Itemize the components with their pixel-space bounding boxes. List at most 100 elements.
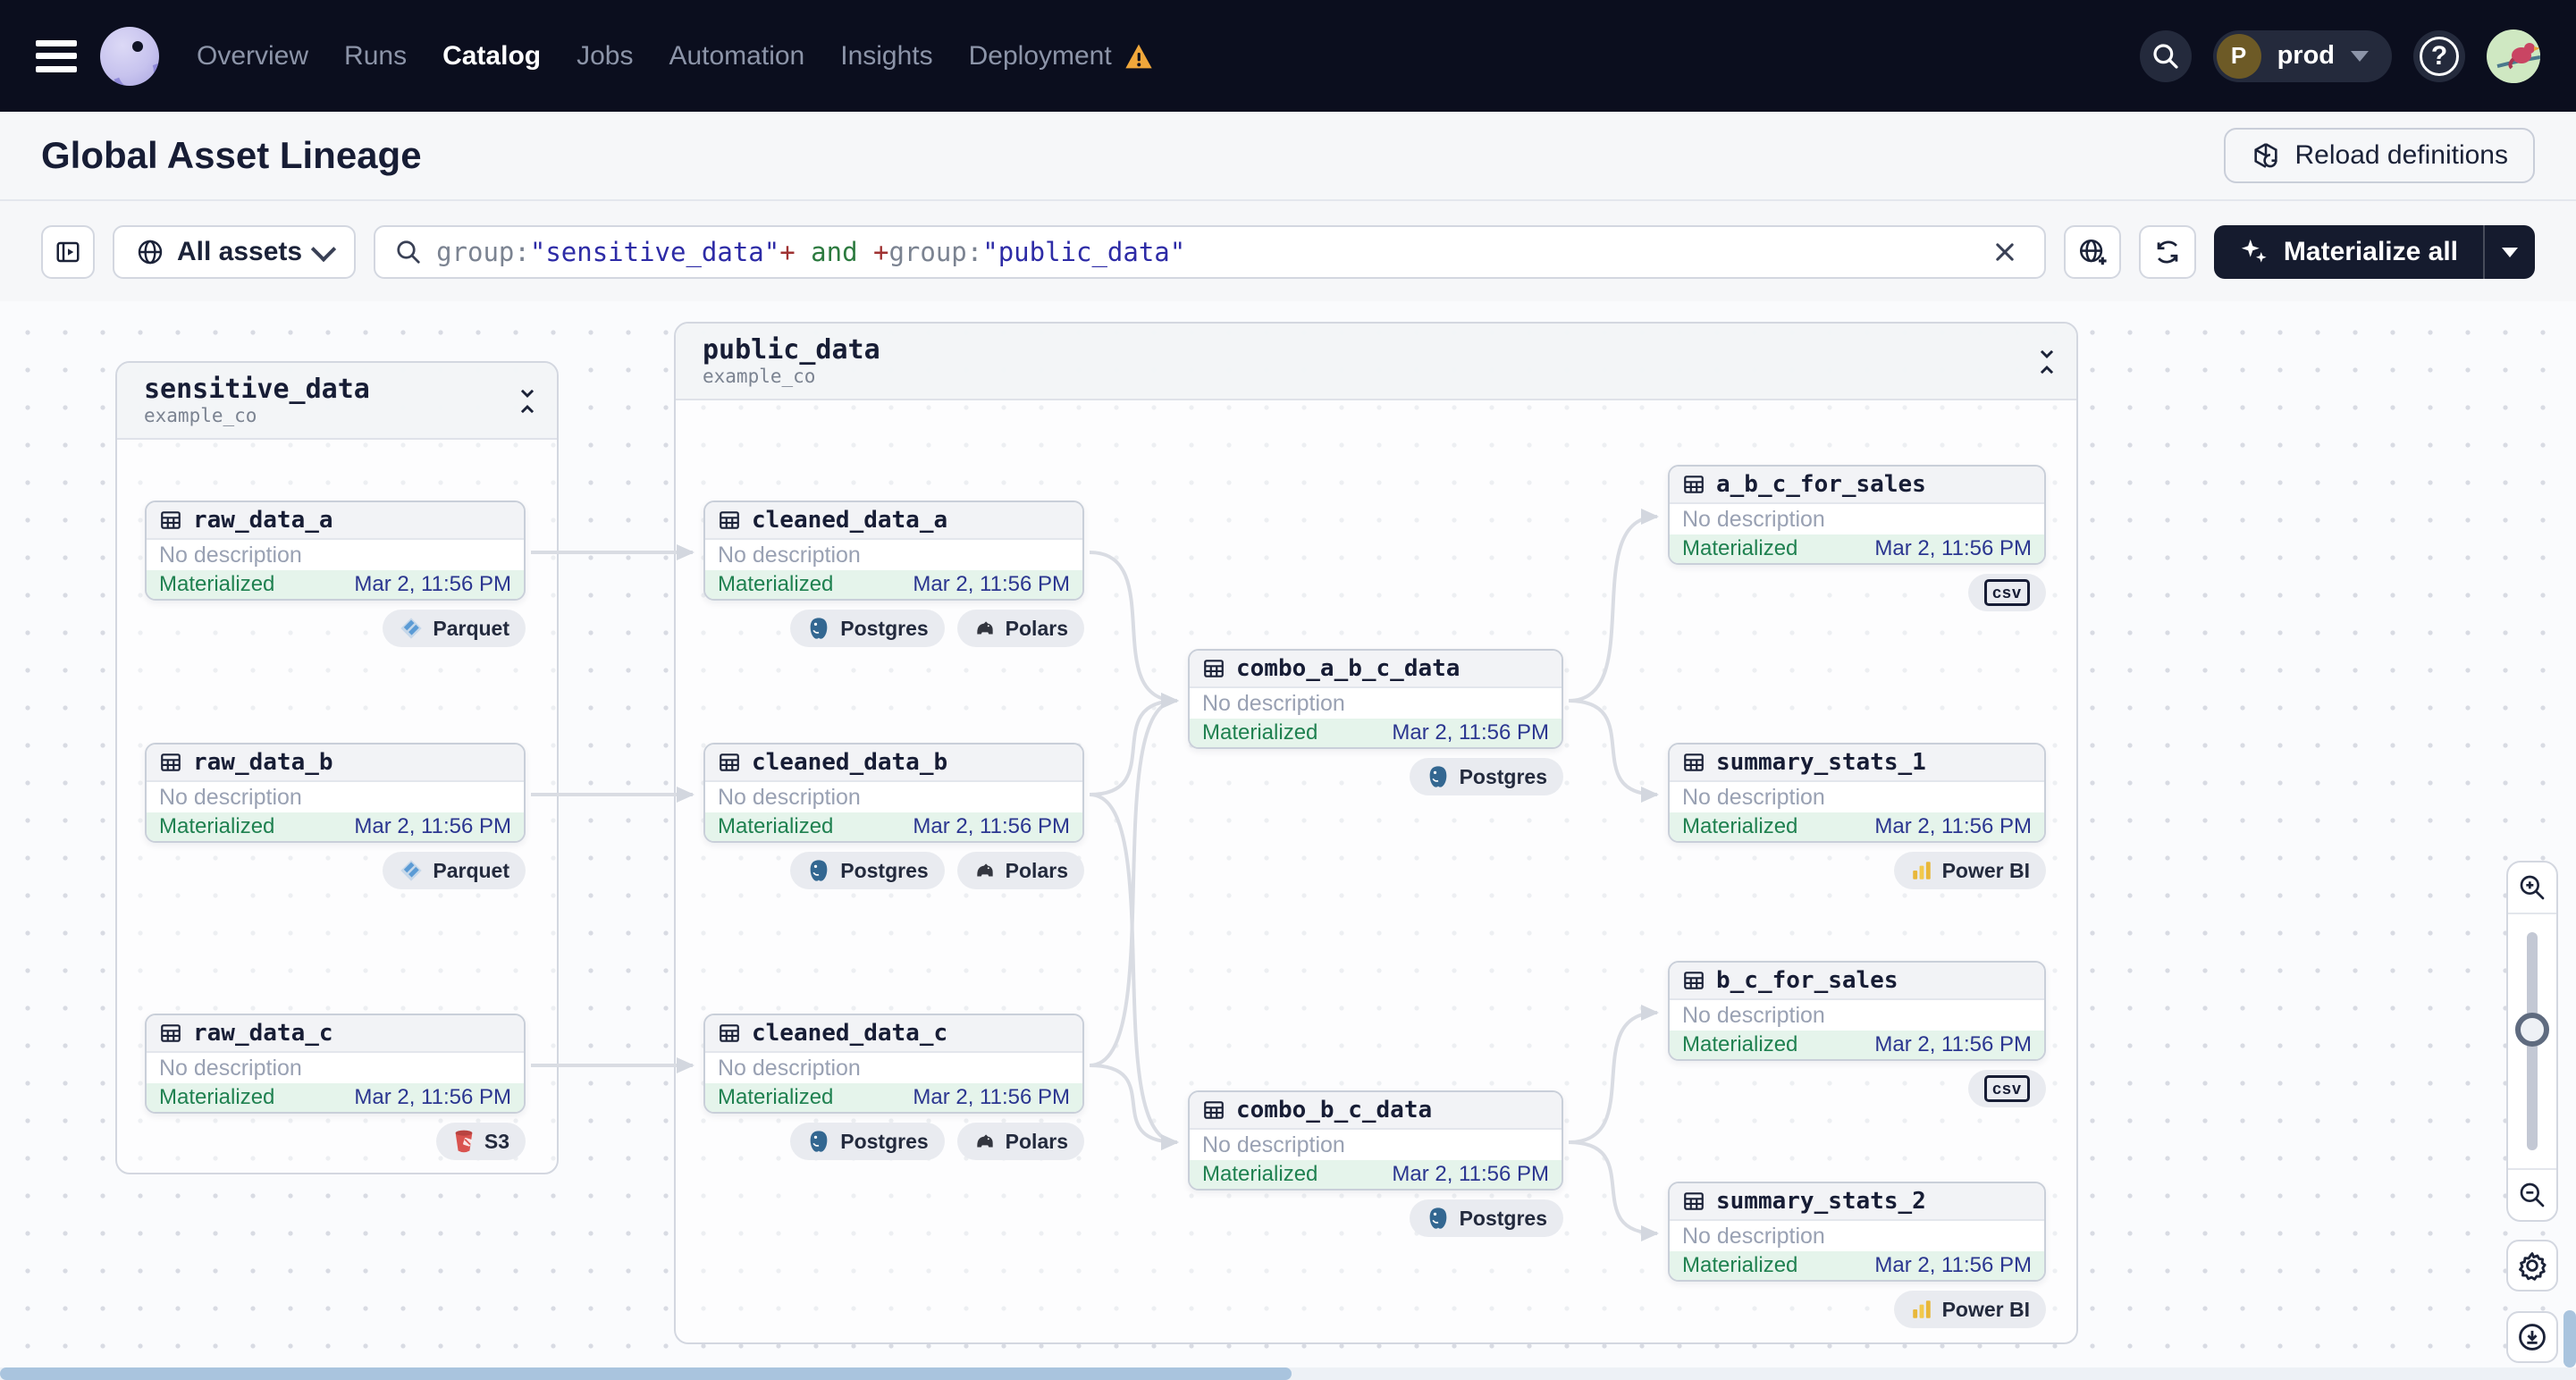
nav-item-overview[interactable]: Overview (197, 40, 309, 71)
help-button[interactable]: ? (2413, 29, 2465, 82)
vertical-scrollbar[interactable] (2563, 301, 2576, 1380)
table-icon (1684, 1192, 1704, 1210)
tag-Power BI[interactable]: Power BI (1893, 852, 2046, 889)
group-title: sensitive_data (144, 373, 370, 405)
tag-Parquet[interactable]: Parquet (383, 852, 526, 889)
zoom-in-button[interactable] (2508, 862, 2556, 914)
tag-label: Postgres (1459, 764, 1547, 788)
materialization-timestamp[interactable]: Mar 2, 11:56 PM (1392, 720, 1549, 745)
nav-item-automation[interactable]: Automation (669, 40, 805, 71)
table-icon (161, 753, 181, 771)
asset-scope-dropdown[interactable]: All assets (113, 225, 357, 279)
bird-avatar-image (2492, 29, 2540, 83)
materialization-timestamp[interactable]: Mar 2, 11:56 PM (913, 1085, 1070, 1109)
tag-Power BI[interactable]: Power BI (1893, 1291, 2046, 1328)
asset-node-summary_stats_1[interactable]: summary_stats_1 No description Materiali… (1668, 743, 2046, 843)
materialize-options-button[interactable] (2485, 225, 2535, 279)
visualize-scope-button[interactable] (2063, 225, 2121, 279)
tag-Postgres[interactable]: Postgres (790, 1123, 945, 1160)
zoom-slider-thumb[interactable] (2515, 1013, 2549, 1047)
menu-icon[interactable] (36, 39, 77, 72)
asset-node-cleaned_data_a[interactable]: cleaned_data_a No description Materializ… (703, 501, 1084, 601)
nav-item-jobs[interactable]: Jobs (577, 40, 634, 71)
download-image-button[interactable] (2506, 1311, 2558, 1363)
materialization-timestamp[interactable]: Mar 2, 11:56 PM (913, 814, 1070, 838)
asset-node-header: b_c_for_sales (1670, 963, 2044, 1000)
edge-combo_a_b_c_data-to-a_b_c_for_sales (1568, 509, 1659, 703)
materialization-timestamp[interactable]: Mar 2, 11:56 PM (354, 814, 511, 838)
asset-node-a_b_c_for_sales[interactable]: a_b_c_for_sales No description Materiali… (1668, 465, 2046, 565)
asset-node-cleaned_data_b[interactable]: cleaned_data_b No description Materializ… (703, 743, 1084, 843)
tag-csv[interactable]: csv (1967, 1070, 2046, 1107)
nav-item-catalog[interactable]: Catalog (442, 40, 542, 71)
materialization-timestamp[interactable]: Mar 2, 11:56 PM (1874, 1032, 2032, 1056)
tag-Polars[interactable]: Polars (956, 610, 1084, 647)
materialization-timestamp[interactable]: Mar 2, 11:56 PM (913, 572, 1070, 596)
materialize-all-button[interactable]: Materialize all (2214, 225, 2483, 279)
status-badge: Materialized (1202, 720, 1318, 745)
lineage-graph-canvas[interactable]: sensitive_data example_co public_data ex… (0, 301, 2576, 1380)
horizontal-scrollbar-thumb[interactable] (0, 1367, 1292, 1380)
open-asset-panel-button[interactable] (41, 225, 95, 279)
asset-status-bar: Materialized Mar 2, 11:56 PM (147, 812, 524, 841)
deployment-switcher[interactable]: P prod (2212, 29, 2392, 82)
asset-status-bar: Materialized Mar 2, 11:56 PM (147, 570, 524, 599)
materialization-timestamp[interactable]: Mar 2, 11:56 PM (1874, 814, 2032, 838)
chevron-down-icon (2351, 50, 2369, 62)
tag-Postgres[interactable]: Postgres (1409, 758, 1563, 795)
collapse-group-button[interactable] (512, 383, 543, 420)
asset-search-input[interactable]: group:"sensitive_data"+ and +group:"publ… (374, 225, 2046, 279)
asset-name: cleaned_data_a (752, 507, 948, 534)
powerbi-icon (1910, 859, 1933, 882)
search-button[interactable] (2139, 29, 2192, 82)
reload-definitions-button[interactable]: Reload definitions (2223, 128, 2535, 183)
user-avatar[interactable] (2487, 29, 2540, 83)
materialization-timestamp[interactable]: Mar 2, 11:56 PM (1874, 1253, 2032, 1277)
search-icon (397, 240, 420, 264)
nav-item-runs[interactable]: Runs (344, 40, 408, 71)
asset-scope-label: All assets (177, 237, 303, 266)
postgres-icon (1426, 1206, 1451, 1231)
asset-node-summary_stats_2[interactable]: summary_stats_2 No description Materiali… (1668, 1182, 2046, 1282)
tag-Polars[interactable]: Polars (956, 852, 1084, 889)
clear-search-button[interactable] (1985, 232, 2025, 272)
collapse-group-button[interactable] (2032, 343, 2062, 381)
materialize-split-button: Materialize all (2213, 225, 2535, 279)
asset-description: No description (718, 1055, 861, 1081)
asset-node-combo_a_b_c_data[interactable]: combo_a_b_c_data No description Material… (1188, 649, 1563, 749)
zoom-out-button[interactable] (2508, 1168, 2556, 1220)
dagster-logo-icon[interactable] (100, 26, 159, 86)
asset-status-bar: Materialized Mar 2, 11:56 PM (1190, 719, 1562, 747)
tag-Polars[interactable]: Polars (956, 1123, 1084, 1160)
edge-cleaned_data_c-to-combo_b_c_data (1089, 1064, 1179, 1150)
query-segment-str: "public_data" (982, 237, 1186, 267)
nav-item-insights[interactable]: Insights (840, 40, 933, 71)
asset-node-combo_b_c_data[interactable]: combo_b_c_data No description Materializ… (1188, 1090, 1563, 1191)
asset-node-cleaned_data_c[interactable]: cleaned_data_c No description Materializ… (703, 1014, 1084, 1114)
postgres-icon (806, 858, 831, 883)
horizontal-scrollbar[interactable] (0, 1367, 2576, 1380)
tag-Postgres[interactable]: Postgres (1409, 1199, 1563, 1237)
asset-node-raw_data_c[interactable]: raw_data_c No description Materialized M… (145, 1014, 526, 1114)
nav-item-deployment[interactable]: Deployment (969, 41, 1153, 72)
materialization-timestamp[interactable]: Mar 2, 11:56 PM (1874, 536, 2032, 560)
asset-node-raw_data_a[interactable]: raw_data_a No description Materialized M… (145, 501, 526, 601)
asset-node-raw_data_b[interactable]: raw_data_b No description Materialized M… (145, 743, 526, 843)
tag-Postgres[interactable]: Postgres (790, 852, 945, 889)
tag-S3[interactable]: S3 (435, 1123, 526, 1160)
graph-settings-button[interactable] (2506, 1240, 2558, 1292)
materialization-timestamp[interactable]: Mar 2, 11:56 PM (354, 572, 511, 596)
tag-Parquet[interactable]: Parquet (383, 610, 526, 647)
asset-tags-cleaned_data_b: Postgres Polars (703, 852, 1084, 889)
refresh-button[interactable] (2138, 225, 2196, 279)
materialization-timestamp[interactable]: Mar 2, 11:56 PM (1392, 1162, 1549, 1186)
zoom-slider[interactable] (2508, 914, 2556, 1168)
tag-Postgres[interactable]: Postgres (790, 610, 945, 647)
asset-status-bar: Materialized Mar 2, 11:56 PM (705, 570, 1082, 599)
parquet-icon (399, 616, 424, 641)
vertical-scrollbar-thumb[interactable] (2563, 1310, 2576, 1367)
tag-csv[interactable]: csv (1967, 574, 2046, 611)
tag-label: Polars (1005, 616, 1068, 640)
asset-node-b_c_for_sales[interactable]: b_c_for_sales No description Materialize… (1668, 961, 2046, 1061)
materialization-timestamp[interactable]: Mar 2, 11:56 PM (354, 1085, 511, 1109)
